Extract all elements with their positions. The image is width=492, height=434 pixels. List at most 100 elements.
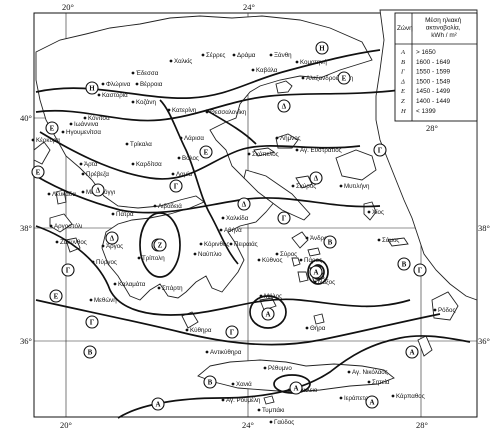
zone-marker: B xyxy=(83,345,97,359)
city-label: Σπάρτη xyxy=(162,285,183,292)
zone-letter: B xyxy=(402,261,407,269)
city-dot xyxy=(231,382,235,386)
zone-letter: A xyxy=(409,349,414,357)
zone-letter: A xyxy=(369,399,374,407)
zone-marker: B xyxy=(203,375,217,389)
city-label: Γαύδος xyxy=(274,419,294,426)
zone-marker: A xyxy=(365,395,379,409)
city-label: Φλώρινα xyxy=(106,81,131,88)
city-dot xyxy=(55,240,59,244)
legend-range: < 1399 xyxy=(416,108,436,115)
city-dot xyxy=(89,298,93,302)
zone-letter: Z xyxy=(158,242,163,250)
zone-marker: Γ xyxy=(277,211,291,225)
legend-value-header: Μέση ηλιακή ακτινοβολία, kWh / m² xyxy=(425,16,463,39)
island-skopelos xyxy=(253,147,276,157)
zone-letter: E xyxy=(204,149,209,157)
city-label: Λαμία xyxy=(176,171,193,178)
legend-range: 1600 - 1649 xyxy=(416,59,451,66)
zone-marker: B xyxy=(323,235,337,249)
city-label: Μυτιλήνη xyxy=(344,183,370,190)
city-dot xyxy=(205,350,209,354)
legend-zone-letter: E xyxy=(400,88,405,95)
zone-marker: A xyxy=(261,307,275,321)
city-label: Ηγουμενίτσα xyxy=(66,129,101,136)
city-dot xyxy=(47,192,51,196)
legend-zone-letter: A xyxy=(400,49,406,56)
city-label: Τυμπάκι xyxy=(262,407,285,414)
zone-marker: Δ xyxy=(277,99,291,113)
zone-letter: B xyxy=(328,239,333,247)
island-samos xyxy=(387,237,409,247)
zone-letter: Δ xyxy=(96,187,101,195)
city-label: Τρίπολη xyxy=(142,255,165,262)
legend-zone-letter: Z xyxy=(401,98,405,105)
city-label: Λήμνος xyxy=(280,135,301,142)
city-dot xyxy=(171,172,175,176)
city-dot xyxy=(367,210,371,214)
city-dot xyxy=(135,82,139,86)
city-dot xyxy=(61,130,65,134)
city-label: Αγ. Ρουμέλη xyxy=(226,397,261,404)
city-dot xyxy=(81,172,85,176)
city-dot xyxy=(301,76,305,80)
city-label: Πρέβεζα xyxy=(86,171,109,178)
city-dot xyxy=(131,100,135,104)
city-label: Ηράκλειο xyxy=(292,387,318,394)
island-kefalonia xyxy=(49,213,73,233)
city-label: Ιωάννινα xyxy=(74,121,99,128)
city-dot xyxy=(377,238,381,242)
zone-letter: Γ xyxy=(66,267,71,275)
city-label: Τρίκαλα xyxy=(130,141,152,148)
city-dot xyxy=(31,138,35,142)
zone-marker: Γ xyxy=(169,179,183,193)
zone-marker: Δ xyxy=(105,231,119,245)
legend-value-header-line-2: ακτινοβολία, xyxy=(426,24,461,32)
city-label: Αλεξανδρούπολη xyxy=(306,75,354,82)
legend-range: 1550 - 1599 xyxy=(416,69,451,76)
zone-letter: A xyxy=(265,311,270,319)
zone-letter: Δ xyxy=(110,235,115,243)
city-label: Θεσσαλονίκη xyxy=(210,109,247,116)
city-label: Θήρα xyxy=(310,325,326,332)
zone-letter: H xyxy=(89,85,95,93)
zone-letter: H xyxy=(319,45,325,53)
zone-letter: B xyxy=(208,379,213,387)
zone-marker: Δ xyxy=(309,171,323,185)
city-label: Κάρπαθος xyxy=(396,393,425,400)
city-dot xyxy=(269,420,273,424)
lon-bottom-28: 28° xyxy=(416,420,428,430)
legend-zone-letter: B xyxy=(401,59,405,66)
city-dot xyxy=(137,256,141,260)
zone-letter: A xyxy=(155,401,160,409)
city-label: Σύρος xyxy=(280,251,297,258)
city-label: Άργος xyxy=(106,243,123,250)
zone-marker: Z xyxy=(153,238,167,252)
island-karpathos xyxy=(417,335,433,357)
island-lefkada xyxy=(55,189,67,205)
zone-letter: Γ xyxy=(378,147,383,155)
city-dot xyxy=(305,236,309,240)
city-label: Αγ. Ευστράτιος xyxy=(300,147,342,154)
city-label: Σητεία xyxy=(372,379,390,386)
zone-letter: E xyxy=(342,75,347,83)
city-dot xyxy=(193,252,197,256)
city-dot xyxy=(101,82,105,86)
city-dot xyxy=(257,258,261,262)
isoline-peloponnese-inner xyxy=(139,212,181,278)
city-label: Βέρροια xyxy=(140,81,163,88)
island-thira xyxy=(313,313,325,325)
zone-marker: E xyxy=(31,165,45,179)
city-dot xyxy=(97,93,101,97)
lat-left-38: 38° xyxy=(20,223,32,233)
city-label: Καστοριά xyxy=(102,92,128,99)
lat-right-38: 38° xyxy=(478,223,490,233)
city-dot xyxy=(347,370,351,374)
zone-marker: H xyxy=(315,41,329,55)
city-dot xyxy=(247,152,251,156)
city-label: Καβάλα xyxy=(256,67,278,74)
zone-marker: Γ xyxy=(61,263,75,277)
lon-bottom-24: 24° xyxy=(242,420,254,430)
